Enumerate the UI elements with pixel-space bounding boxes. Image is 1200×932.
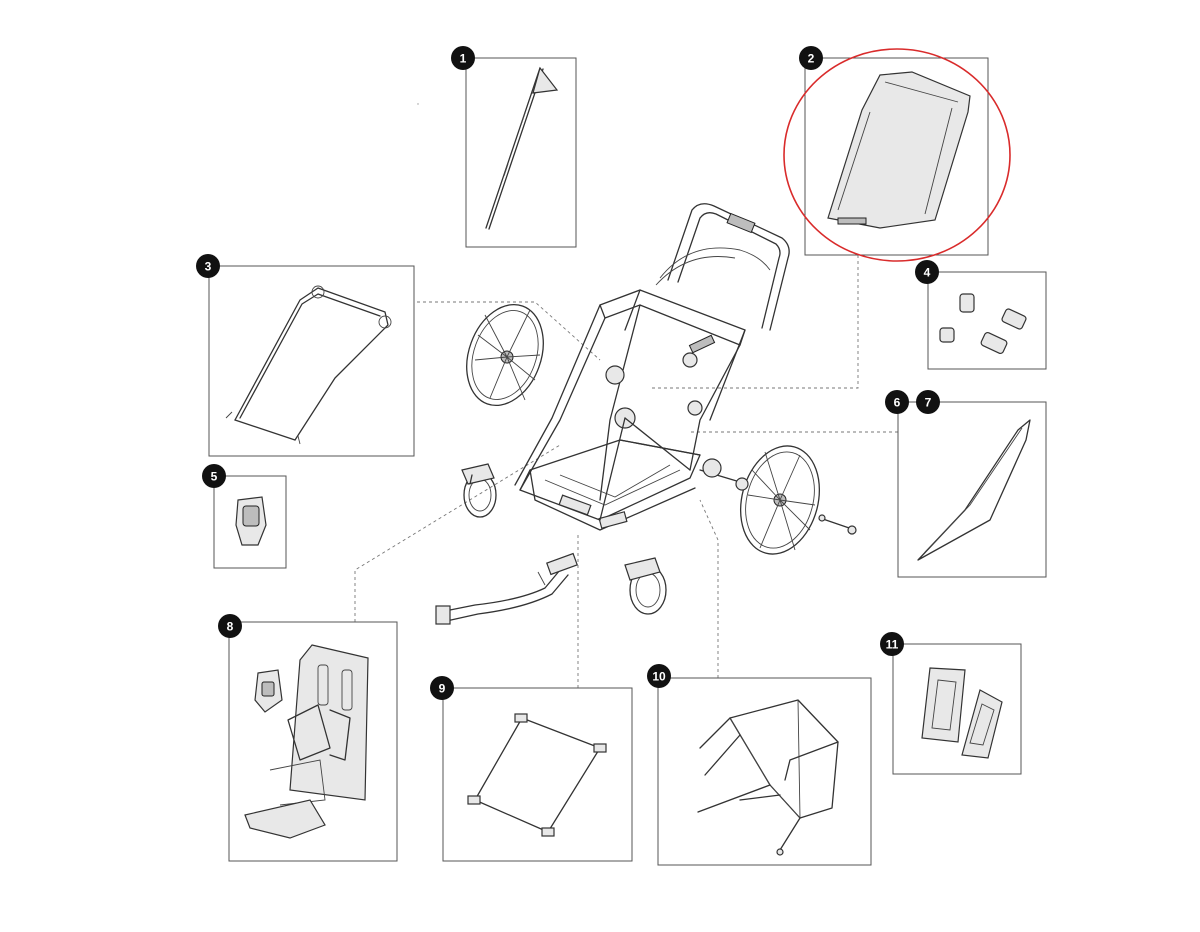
part-6-badge-circle bbox=[885, 390, 909, 414]
part-8-seat-harness[interactable] bbox=[228, 621, 398, 862]
part-2-canopy[interactable] bbox=[783, 48, 1011, 262]
swivel-wheel-right bbox=[624, 557, 667, 615]
part-7-badge-circle bbox=[916, 390, 940, 414]
part-10-number-label: 10 bbox=[652, 670, 666, 684]
part-11-bumper-pads[interactable] bbox=[892, 643, 1022, 775]
part-8-badge-circle bbox=[218, 614, 242, 638]
part-10-badge[interactable]: 10 bbox=[647, 664, 671, 688]
part-4-badge-circle bbox=[915, 260, 939, 284]
part-10-badge-circle bbox=[647, 664, 671, 688]
part-7-number-label: 7 bbox=[925, 396, 932, 410]
part-11-badge[interactable]: 11 bbox=[880, 632, 904, 656]
part-1-badge-circle bbox=[451, 46, 475, 70]
part-4-end-caps[interactable] bbox=[927, 271, 1047, 370]
part-6-badge[interactable]: 6 bbox=[885, 390, 909, 414]
part-7-badge[interactable]: 7 bbox=[916, 390, 940, 414]
part-11-badge-circle bbox=[880, 632, 904, 656]
part-3-canopy-frame[interactable] bbox=[208, 265, 415, 457]
part-2-badge[interactable]: 2 bbox=[799, 46, 823, 70]
tow-arm bbox=[435, 552, 578, 625]
part-6-7-rain-cover[interactable] bbox=[897, 401, 1047, 578]
part-1-badge[interactable]: 1 bbox=[451, 46, 475, 70]
part-1-number-label: 1 bbox=[460, 52, 467, 66]
part-5-badge-circle bbox=[202, 464, 226, 488]
part-5-badge[interactable]: 5 bbox=[202, 464, 226, 488]
rear-wheel-right bbox=[699, 445, 857, 555]
part-3-badge[interactable]: 3 bbox=[196, 254, 220, 278]
part-8-number-label: 8 bbox=[227, 620, 234, 634]
part-5-number-label: 5 bbox=[211, 470, 218, 484]
part-4-number-label: 4 bbox=[924, 266, 931, 280]
rear-wheel-left bbox=[466, 303, 544, 407]
part-3-number-label: 3 bbox=[205, 260, 212, 274]
part-9-badge[interactable]: 9 bbox=[430, 676, 454, 700]
speck bbox=[417, 103, 419, 105]
part-11-number-label: 11 bbox=[886, 638, 899, 652]
leader-lines bbox=[354, 255, 898, 688]
part-9-footrest-sling[interactable] bbox=[442, 687, 633, 862]
part-2-number-label: 2 bbox=[808, 52, 815, 66]
part-9-badge-circle bbox=[430, 676, 454, 700]
part-5-buckle[interactable] bbox=[213, 475, 287, 569]
part-9-number-label: 9 bbox=[439, 682, 446, 696]
part-6-number-label: 6 bbox=[894, 396, 901, 410]
part-number-badges: 1 2 3 4 5 6 7 8 9 10 11 bbox=[196, 46, 940, 700]
part-4-badge[interactable]: 4 bbox=[915, 260, 939, 284]
part-10-storage-basket[interactable] bbox=[657, 677, 872, 866]
part-8-badge[interactable]: 8 bbox=[218, 614, 242, 638]
part-3-badge-circle bbox=[196, 254, 220, 278]
swivel-wheel-left bbox=[461, 463, 497, 518]
part-1-safety-flag[interactable] bbox=[465, 57, 577, 248]
part-2-badge-circle bbox=[799, 46, 823, 70]
chassis-assembly bbox=[514, 203, 790, 531]
part-2-highlight-ellipse bbox=[783, 48, 1011, 262]
